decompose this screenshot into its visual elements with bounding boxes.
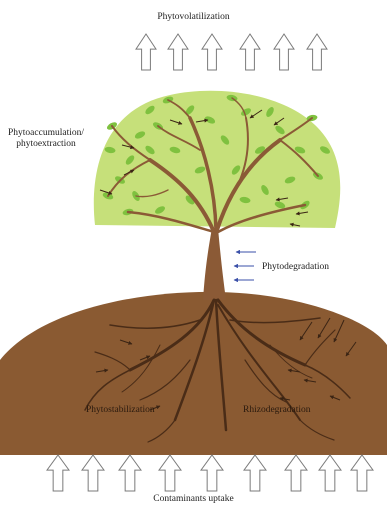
label-phytoaccumulation-line2: phytoextraction [8,139,84,150]
up-arrow-icon [351,455,373,491]
uptake-arrows [47,455,373,491]
up-arrow-icon [285,455,307,491]
up-arrow-icon [319,455,341,491]
up-arrow-icon [159,455,181,491]
up-arrow-icon [136,34,156,70]
label-phytoaccumulation: Phytoaccumulation/ phytoextraction [8,128,84,150]
label-contaminants-uptake: Contaminants uptake [0,494,387,505]
up-arrow-icon [201,455,223,491]
label-phytodegradation: Phytodegradation [262,262,329,273]
up-arrow-icon [244,455,266,491]
tree-trunk [203,228,226,300]
up-arrow-icon [202,34,222,70]
up-arrow-icon [168,34,188,70]
up-arrow-icon [119,455,141,491]
up-arrow-icon [47,455,69,491]
up-arrow-icon [82,455,104,491]
label-phytovolatilization: Phytovolatilization [0,12,387,23]
up-arrow-icon [274,34,294,70]
degradation-arrows [234,252,256,280]
soil-mound [0,292,387,455]
label-rhizodegradation: Rhizodegradation [243,405,311,416]
volatilization-arrows [136,34,327,70]
label-phytostabilization: Phytostabilization [86,405,155,416]
up-arrow-icon [240,34,260,70]
up-arrow-icon [307,34,327,70]
label-phytoaccumulation-line1: Phytoaccumulation/ [8,128,84,139]
